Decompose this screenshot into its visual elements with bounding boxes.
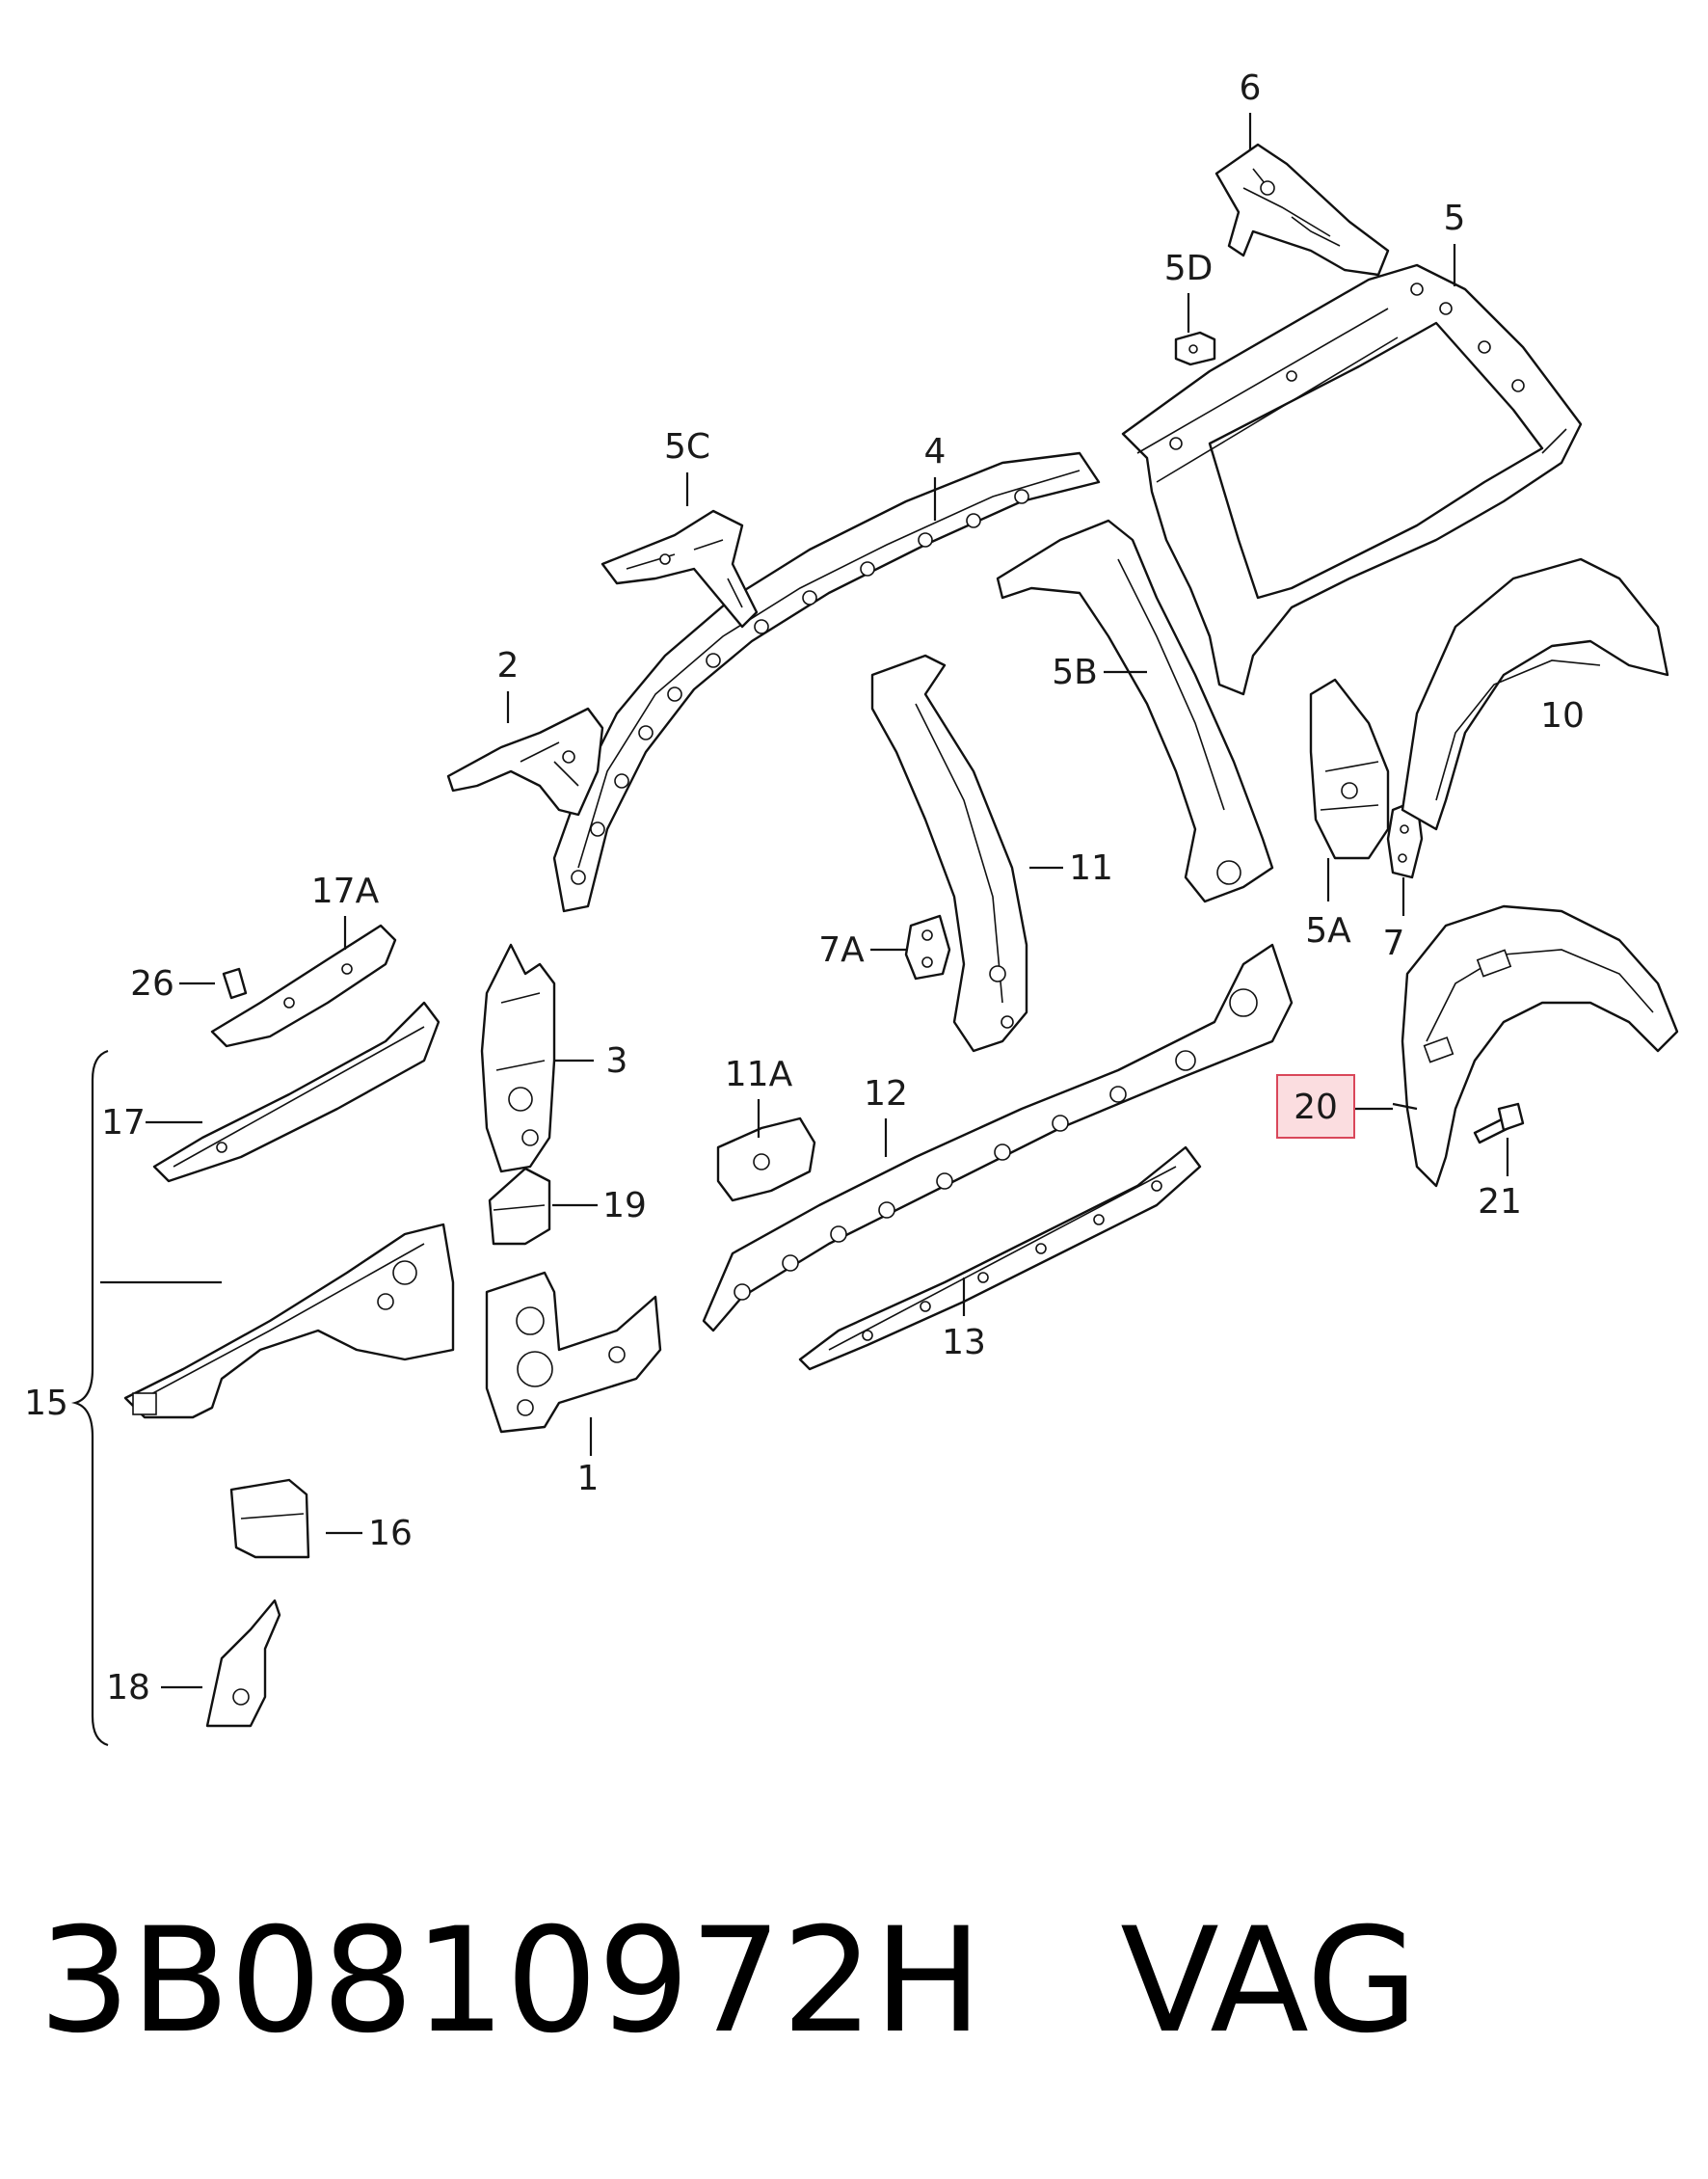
callout-12: 12	[864, 1074, 908, 1114]
part-18	[205, 1599, 281, 1728]
part-2	[446, 707, 604, 817]
part-19	[488, 1167, 551, 1246]
callout-18: 18	[106, 1668, 150, 1708]
callout-7A: 7A	[818, 930, 865, 970]
part-20	[1401, 904, 1679, 1188]
callout-21: 21	[1478, 1182, 1522, 1222]
part-13	[798, 1145, 1202, 1371]
part-1	[485, 1271, 662, 1434]
part-7A	[904, 914, 951, 981]
callout-17A: 17A	[311, 872, 380, 911]
part-11A	[716, 1116, 816, 1202]
callout-5D: 5D	[1164, 249, 1214, 288]
part-number: 3B0810972H	[39, 1897, 983, 2065]
callout-17: 17	[101, 1103, 146, 1143]
callout-19: 19	[602, 1186, 647, 1225]
part-4	[552, 451, 1101, 913]
callout-16: 16	[368, 1514, 413, 1553]
callout-13: 13	[942, 1323, 986, 1362]
callout-4: 4	[924, 432, 947, 471]
callout-7: 7	[1383, 924, 1405, 963]
callout-2: 2	[497, 646, 520, 686]
part-5	[1121, 263, 1583, 696]
callout-5: 5	[1444, 199, 1466, 238]
callout-20: 20	[1294, 1088, 1338, 1127]
leader-lines	[100, 113, 1509, 1689]
part-5C	[600, 509, 759, 629]
callout-5B: 5B	[1052, 653, 1098, 692]
part-15-assembly	[123, 1223, 455, 1419]
highlight-box	[1276, 1074, 1355, 1139]
part-6	[1214, 143, 1390, 277]
part-17	[152, 1001, 440, 1183]
part-26	[222, 967, 248, 1000]
callout-3: 3	[606, 1041, 628, 1081]
callout-1: 1	[577, 1459, 600, 1498]
callout-10: 10	[1540, 696, 1585, 736]
part-16	[229, 1478, 310, 1559]
part-5D	[1174, 331, 1216, 366]
callout-labels: 6 5 5D 5C 4 2 5B 10 11 17A 26 7A 5A 7 3 …	[24, 68, 1585, 1708]
part-5A	[1309, 678, 1390, 860]
callout-6: 6	[1240, 68, 1262, 108]
brand-name: VAG	[1120, 1897, 1419, 2065]
part-11	[870, 654, 1028, 1053]
callout-15: 15	[24, 1384, 68, 1423]
callout-5A: 5A	[1305, 911, 1351, 951]
part-10	[1401, 557, 1669, 831]
callout-11A: 11A	[725, 1055, 793, 1094]
part-number-caption: 3B0810972H VAG	[39, 1909, 1418, 2054]
callout-5C: 5C	[664, 427, 710, 467]
callout-26: 26	[130, 964, 174, 1004]
part-3	[480, 943, 556, 1173]
group-15-bracket	[70, 1049, 109, 1747]
part-21	[1473, 1102, 1525, 1144]
part-12	[702, 943, 1294, 1332]
part-17A	[210, 924, 397, 1048]
callout-11: 11	[1069, 848, 1113, 888]
part-5B	[996, 519, 1274, 903]
